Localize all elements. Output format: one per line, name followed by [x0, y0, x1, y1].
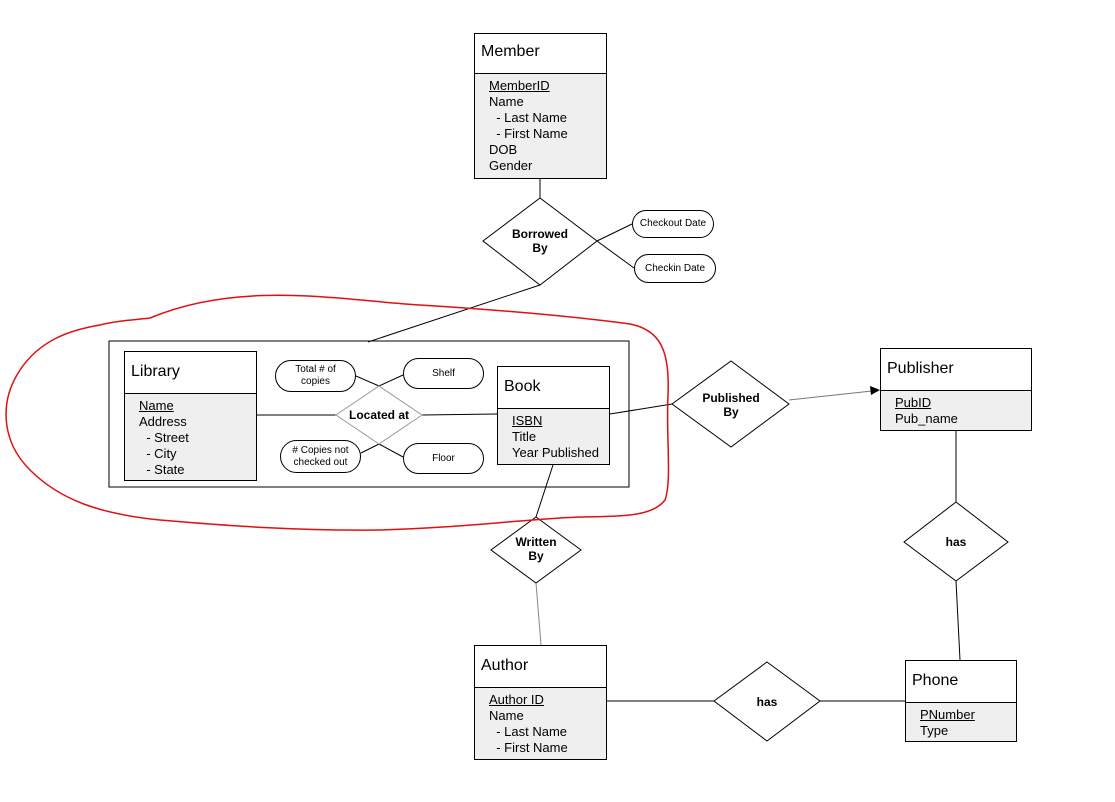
library-entity[interactable]: Library Name Address - Street - City - S… — [124, 351, 257, 481]
located-shelf-line — [378, 374, 404, 387]
borrowed-library-group-line — [367, 284, 541, 343]
author-attributes: Author ID Name - Last Name - First Name — [475, 688, 606, 759]
member-attr: Gender — [489, 158, 533, 173]
phone-attr-key: PNumber — [920, 707, 975, 722]
publisher-has-label: has — [916, 535, 996, 549]
located-at-label: Located at — [334, 408, 424, 422]
red-annotation-circle — [5, 294, 670, 531]
aggregation-box — [108, 340, 630, 488]
borrowed-by-line2: By — [532, 241, 548, 255]
author-attr: Name — [489, 708, 524, 723]
publisher-attributes: PubID Pub_name — [881, 391, 1031, 430]
book-entity[interactable]: Book ISBN Title Year Published — [497, 366, 610, 465]
copies-not-checked-attribute[interactable]: # Copies not checked out — [280, 440, 361, 473]
member-attr: - First Name — [489, 126, 568, 141]
phone-entity-name: Phone — [906, 661, 1016, 703]
book-attr-key: ISBN — [512, 413, 543, 428]
located-at-line1: Located at — [348, 408, 409, 422]
published-publisher-arrow-line — [788, 390, 873, 401]
library-attr: - City — [139, 446, 177, 461]
publisher-entity-name: Publisher — [881, 349, 1031, 391]
copies-not-checked-line2: checked out — [293, 456, 348, 468]
library-attr: - Street — [139, 430, 189, 445]
author-has-label: has — [727, 695, 807, 709]
book-attributes: ISBN Title Year Published — [498, 409, 609, 464]
phone-attributes: PNumber Type — [906, 703, 1016, 741]
checkin-date-attribute[interactable]: Checkin Date — [634, 254, 716, 283]
written-by-line2: By — [528, 549, 544, 563]
book-entity-name: Book — [498, 367, 609, 409]
borrowed-by-diamond — [482, 197, 598, 286]
book-published-line — [609, 403, 673, 415]
publisher-attr-key: PubID — [895, 395, 932, 410]
publisher-attr: Pub_name — [895, 411, 958, 426]
borrowed-checkin-line — [596, 240, 635, 269]
book-attr: Title — [512, 429, 537, 444]
member-attr: DOB — [489, 142, 518, 157]
author-attr: - Last Name — [489, 724, 568, 739]
written-by-label: Written By — [486, 535, 586, 563]
checkout-date-attribute[interactable]: Checkout Date — [632, 210, 714, 238]
author-attr-key: Author ID — [489, 692, 544, 707]
located-floor-line — [378, 443, 404, 458]
publisher-has-line1: has — [945, 535, 967, 549]
written-by-diamond — [490, 516, 582, 584]
phone-entity[interactable]: Phone PNumber Type — [905, 660, 1017, 742]
book-written-line — [535, 464, 554, 518]
author-attr: - First Name — [489, 740, 568, 755]
member-attr: - Last Name — [489, 110, 568, 125]
published-arrowhead — [870, 386, 880, 395]
member-attr: Name — [489, 94, 524, 109]
total-copies-line2: copies — [301, 376, 330, 387]
located-copies-not-line — [360, 443, 380, 454]
copies-not-checked-line1: # Copies not — [292, 444, 349, 456]
published-by-line2: By — [723, 405, 739, 419]
library-attr: Address — [139, 414, 187, 429]
borrowed-by-label: Borrowed By — [490, 227, 590, 255]
author-entity-name: Author — [475, 646, 606, 688]
book-attr: Year Published — [512, 445, 599, 460]
member-attributes: MemberID Name - Last Name - First Name D… — [475, 74, 606, 178]
published-by-line1: Published — [702, 391, 760, 405]
located-total-copies-line — [355, 375, 380, 387]
publisher-has-diamond — [903, 501, 1009, 582]
phone-attr: Type — [920, 723, 949, 738]
written-author-line — [535, 582, 542, 646]
located-at-diamond — [335, 385, 423, 445]
located-book-line — [421, 413, 498, 416]
publisher-entity[interactable]: Publisher PubID Pub_name — [880, 348, 1032, 431]
borrowed-checkout-line — [596, 223, 633, 242]
member-entity-name: Member — [475, 34, 606, 74]
published-by-diamond — [671, 360, 790, 448]
library-entity-name: Library — [125, 352, 256, 394]
has-phone-line — [955, 580, 961, 661]
member-entity[interactable]: Member MemberID Name - Last Name - First… — [474, 33, 607, 179]
member-attr-key: MemberID — [489, 78, 550, 93]
written-by-line1: Written — [515, 535, 557, 549]
total-copies-line1: Total # of — [295, 364, 336, 375]
borrowed-by-line1: Borrowed — [511, 227, 568, 241]
author-has-line1: has — [756, 695, 778, 709]
floor-attribute[interactable]: Floor — [403, 443, 484, 474]
shelf-attribute[interactable]: Shelf — [403, 358, 484, 389]
author-entity[interactable]: Author Author ID Name - Last Name - Firs… — [474, 645, 607, 760]
library-attr: - State — [139, 462, 185, 477]
library-attr-key: Name — [139, 398, 174, 413]
author-has-diamond — [713, 661, 821, 742]
library-attributes: Name Address - Street - City - State — [125, 394, 256, 480]
total-copies-attribute[interactable]: Total # of copies — [275, 360, 356, 392]
published-by-label: Published By — [681, 391, 781, 419]
